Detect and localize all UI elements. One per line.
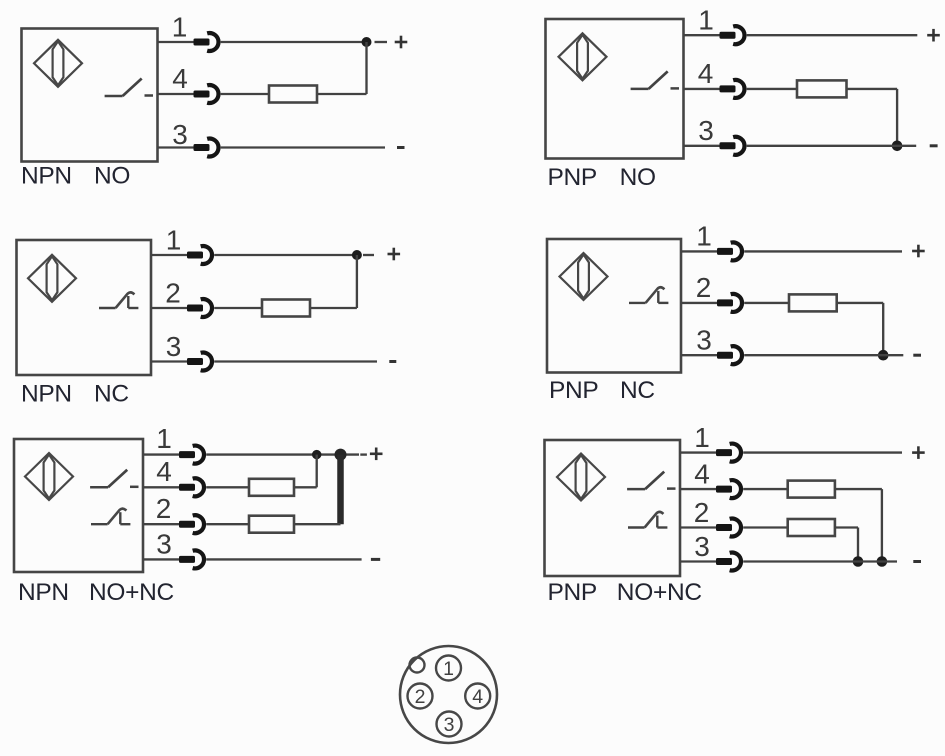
svg-text:PNP: PNP [548,164,597,191]
svg-text:NPN: NPN [18,579,69,606]
svg-text:NO+NC: NO+NC [89,579,174,606]
svg-text:2: 2 [694,497,710,528]
svg-text:3: 3 [698,115,714,146]
svg-text:3: 3 [166,331,182,362]
svg-text:3: 3 [696,325,712,356]
svg-text:PNP: PNP [549,377,598,404]
svg-text:NO: NO [94,163,130,190]
svg-text:3: 3 [694,531,710,562]
svg-text:NC: NC [94,381,129,408]
svg-text:1: 1 [694,422,710,453]
svg-text:NPN: NPN [21,381,72,408]
svg-text:4: 4 [172,63,188,94]
svg-text:3: 3 [156,528,172,559]
svg-text:NO+NC: NO+NC [617,579,702,606]
svg-text:1: 1 [696,221,712,252]
svg-text:NO: NO [620,164,656,191]
svg-text:NPN: NPN [21,163,72,190]
svg-text:1: 1 [166,224,182,255]
svg-text:2: 2 [696,272,712,303]
svg-text:2: 2 [415,686,426,708]
svg-text:3: 3 [444,714,455,736]
svg-text:1: 1 [172,11,188,42]
svg-text:2: 2 [156,493,172,524]
svg-text:4: 4 [472,686,483,708]
svg-text:2: 2 [165,277,181,308]
svg-text:4: 4 [156,456,172,487]
svg-text:1: 1 [443,658,454,680]
svg-text:1: 1 [698,5,714,36]
svg-text:3: 3 [172,119,188,150]
svg-text:PNP: PNP [548,579,597,606]
svg-text:NC: NC [620,377,655,404]
svg-text:1: 1 [156,423,172,454]
svg-text:4: 4 [698,58,714,89]
svg-text:4: 4 [694,458,710,489]
